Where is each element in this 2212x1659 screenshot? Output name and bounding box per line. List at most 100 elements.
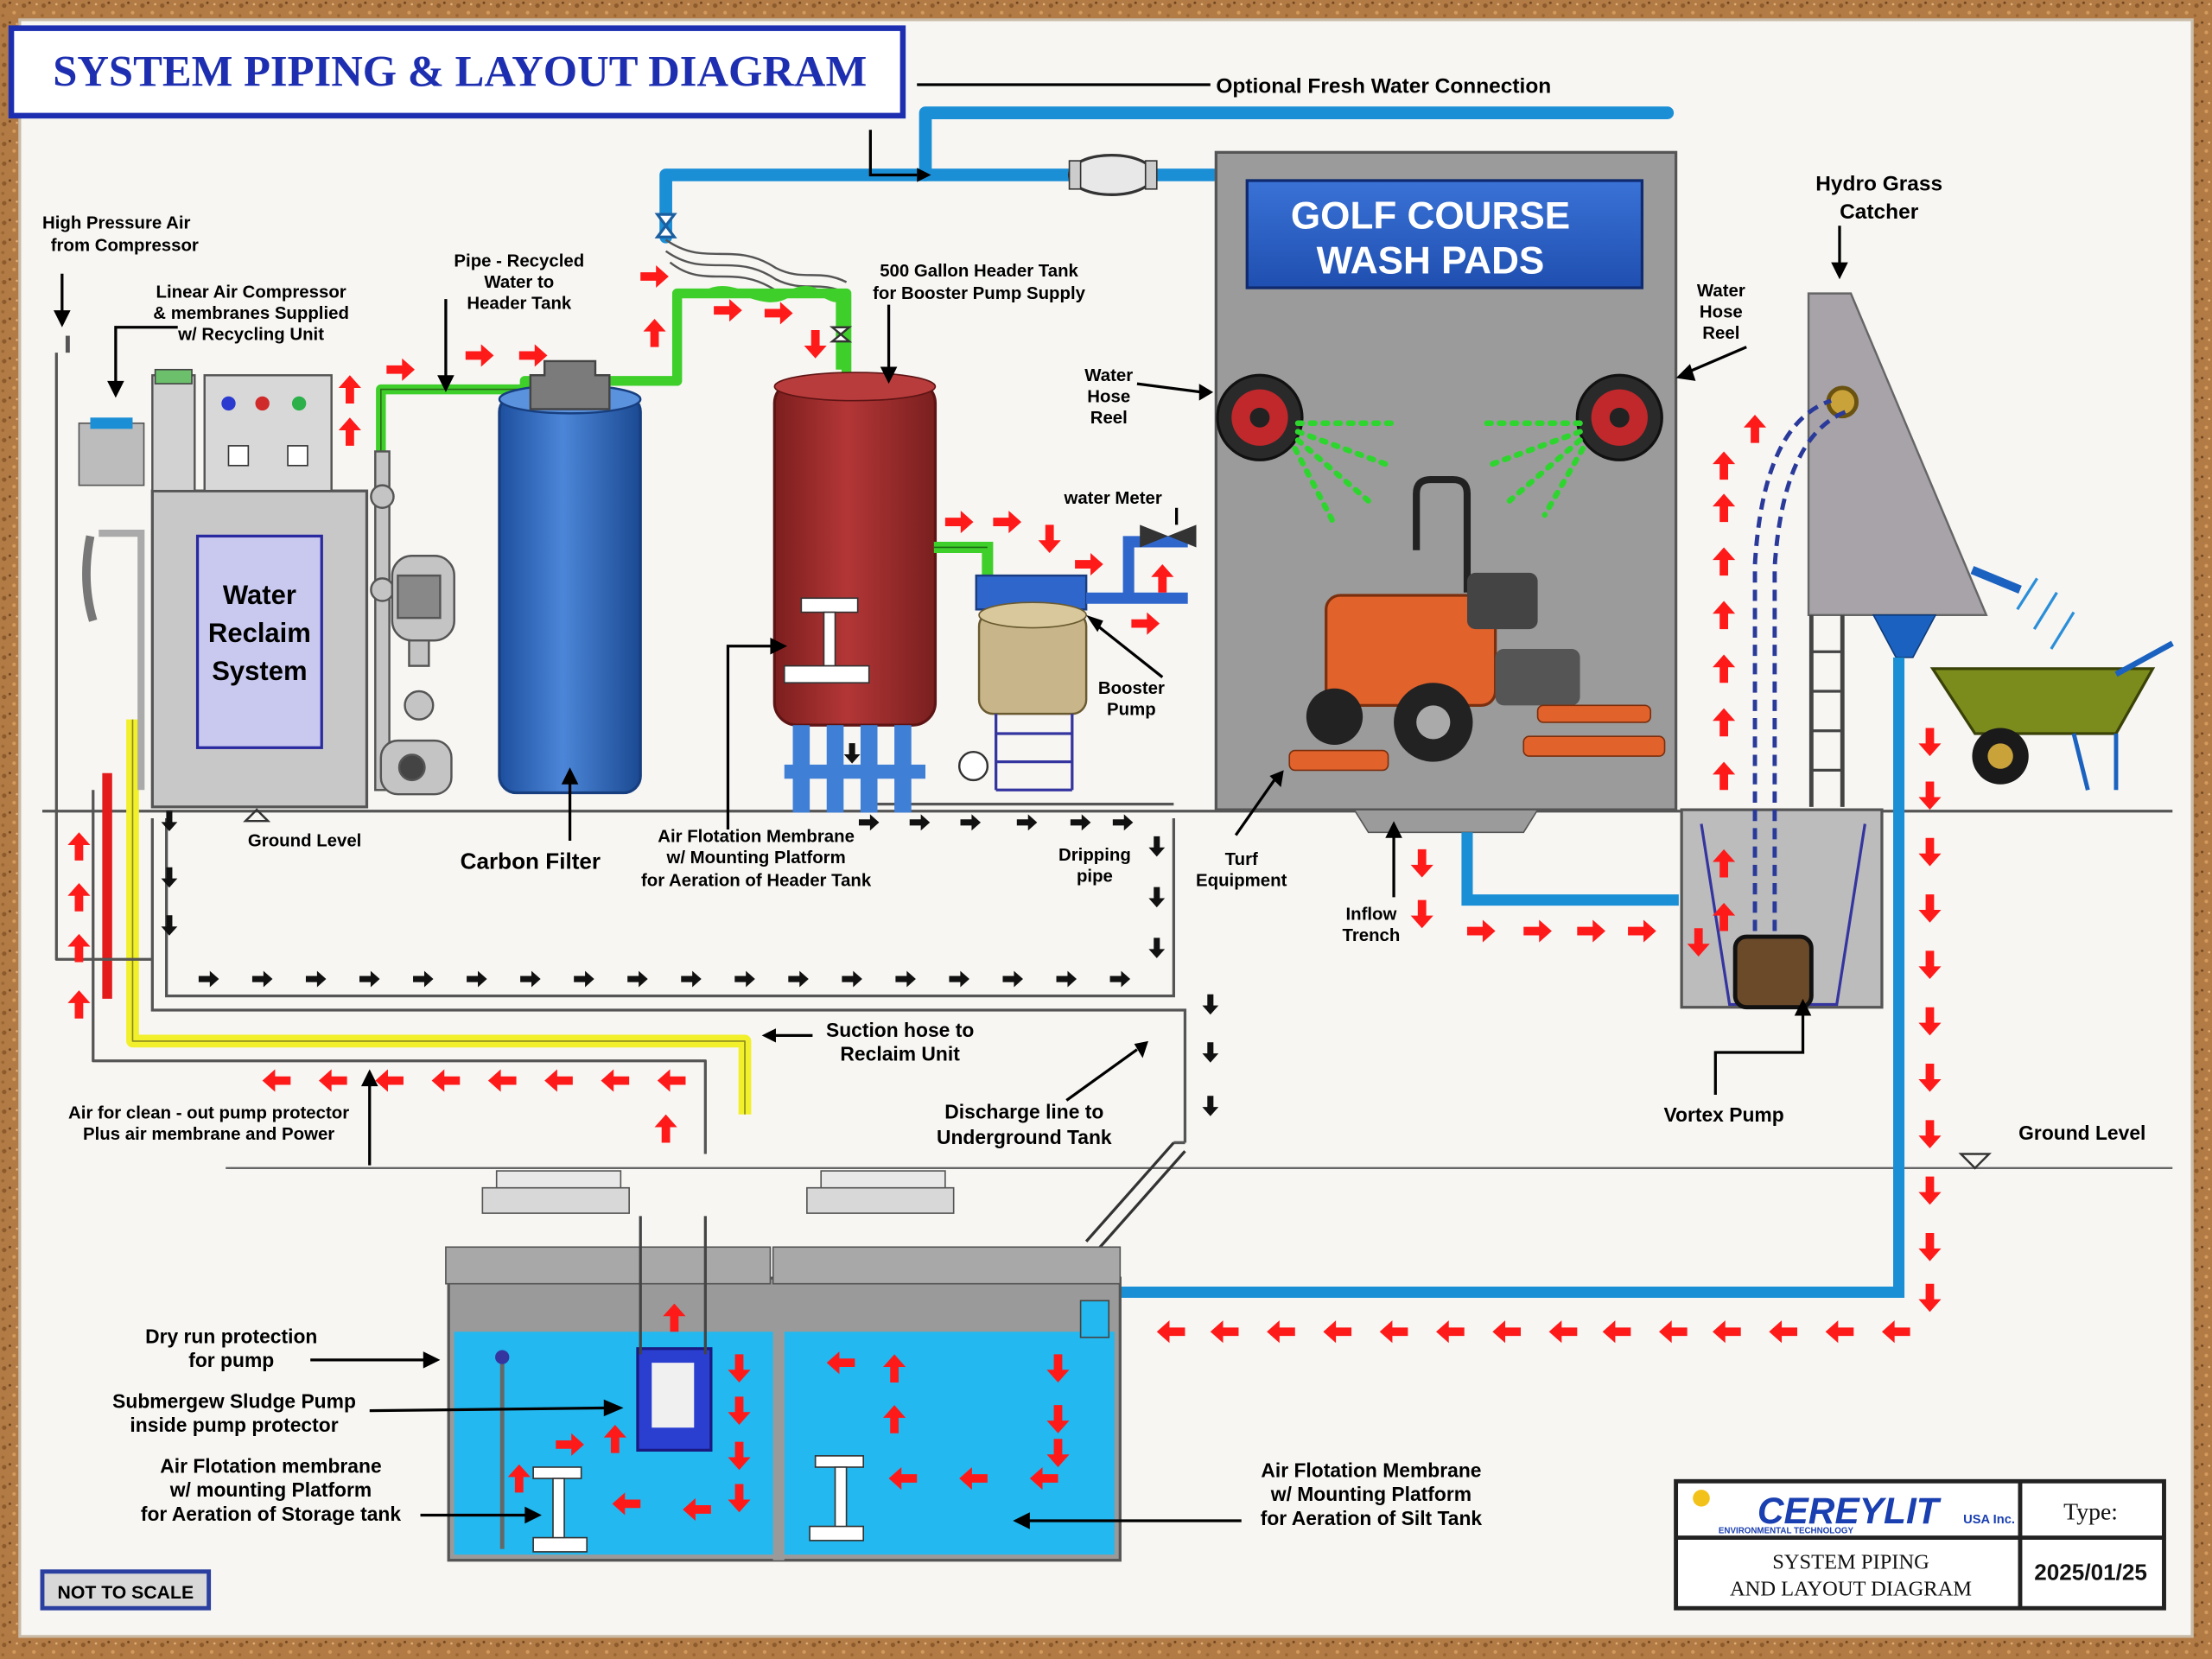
ground-level-marker-right [1958, 1153, 1992, 1170]
flow-arrow-50 [1918, 950, 1942, 980]
company-logo: CEREYLIT USA Inc. ENVIRONMENTAL TECHNOLO… [1693, 1490, 2015, 1536]
drain-arrow-18 [1002, 970, 1023, 988]
compressor-pump-cluster [370, 450, 455, 796]
air-flot-silt-label-3: for Aeration of Silt Tank [1261, 1507, 1483, 1529]
wavy-hoses [664, 238, 848, 295]
drain-arrow-31 [1202, 994, 1219, 1015]
hp-air-label-2: from Compressor [51, 237, 199, 256]
flow-arrow-8 [764, 302, 793, 325]
flow-arrow-45 [1687, 928, 1710, 957]
flow-arrow-2 [386, 358, 415, 381]
hose-reel-right-label-1: Water [1697, 282, 1745, 301]
sludge-label-1: Submergew Sludge Pump [112, 1389, 356, 1412]
flow-arrow-44 [1743, 415, 1767, 443]
drain-arrow-7 [413, 970, 434, 988]
diagram-date: 2025/01/25 [2034, 1560, 2147, 1586]
flow-arrow-47 [1918, 781, 1942, 810]
flow-arrow-0 [338, 417, 361, 446]
air-flot-silt-label-2: w/ Mounting Platform [1270, 1483, 1471, 1505]
flow-arrow-81 [826, 1351, 855, 1375]
flow-arrows [67, 264, 1942, 1521]
wash-pads-title-1: GOLF COURSE [1291, 194, 1570, 237]
flow-arrow-58 [1825, 1320, 1854, 1344]
diagram-name-1: SYSTEM PIPING [1772, 1551, 1929, 1574]
flow-arrow-65 [1436, 1320, 1465, 1344]
compressor-label-3: w/ Recycling Unit [177, 325, 324, 344]
flow-arrow-51 [1918, 1007, 1942, 1036]
flow-arrow-68 [1267, 1320, 1295, 1344]
flow-arrow-16 [67, 832, 91, 861]
header-tank-label-1: 500 Gallon Header Tank [880, 262, 1078, 281]
flow-arrow-18 [67, 933, 91, 963]
flow-arrow-24 [431, 1069, 461, 1092]
drain-arrow-16 [895, 970, 916, 988]
flow-arrow-17 [67, 883, 91, 912]
flow-arrow-36 [1713, 849, 1736, 878]
flow-arrow-61 [1659, 1320, 1688, 1344]
fresh-water-meter [1067, 153, 1158, 196]
sludge-label-2: inside pump protector [130, 1414, 338, 1436]
flow-arrow-59 [1769, 1320, 1797, 1344]
flow-arrow-38 [1713, 708, 1736, 737]
air-flot-storage-label-3: for Aeration of Storage tank [141, 1503, 402, 1525]
flow-arrow-62 [1602, 1320, 1631, 1344]
drain-arrow-13 [734, 970, 755, 988]
flow-arrow-28 [654, 1114, 677, 1143]
flow-arrow-83 [883, 1405, 906, 1433]
hose-reel-right [1575, 373, 1663, 461]
drain-arrow-5 [305, 970, 327, 988]
header-tank-label-2: for Booster Pump Supply [873, 284, 1085, 303]
reclaim-label-2: Reclaim [208, 618, 311, 648]
drain-arrow-6 [359, 970, 380, 988]
flow-arrow-72 [728, 1354, 751, 1382]
not-to-scale-label: NOT TO SCALE [58, 1583, 194, 1603]
hydro-label-2: Catcher [1840, 200, 1919, 224]
compressor-label-1: Linear Air Compressor [156, 283, 346, 302]
flow-arrow-60 [1713, 1320, 1741, 1344]
flow-arrow-7 [714, 299, 742, 322]
logo-text: CEREYLIT [1758, 1491, 1942, 1531]
flow-arrow-53 [1918, 1120, 1942, 1148]
drain-arrows [161, 743, 1219, 1116]
drain-arrow-0 [161, 810, 178, 831]
flow-arrow-74 [728, 1441, 751, 1471]
wash-pads-panel [1245, 179, 1644, 289]
flow-arrow-46 [1918, 728, 1942, 757]
not-to-scale-box [40, 1569, 212, 1611]
drain-arrow-27 [1112, 814, 1134, 831]
flow-arrow-34 [1628, 919, 1656, 943]
flow-arrow-55 [1918, 1232, 1942, 1262]
flow-arrow-57 [1881, 1320, 1910, 1344]
flow-arrow-48 [1918, 837, 1942, 867]
drain-arrow-3 [198, 970, 219, 988]
fresh-water-valve [654, 213, 677, 238]
fresh-water-arrow [868, 130, 918, 177]
flow-arrow-6 [640, 264, 669, 289]
air-flot-silt-label-1: Air Flotation Membrane [1261, 1459, 1481, 1481]
air-flot-storage-label-2: w/ mounting Platform [169, 1478, 372, 1501]
dripping-label-2: pipe [1077, 867, 1113, 886]
flow-arrow-41 [1713, 547, 1736, 576]
drain-arrow-25 [1016, 814, 1038, 831]
flow-arrow-22 [544, 1069, 573, 1092]
page-title: SYSTEM PIPING & LAYOUT DIAGRAM [53, 48, 867, 96]
flow-arrow-89 [1046, 1439, 1070, 1467]
ground-level-right-label: Ground Level [2018, 1122, 2145, 1144]
air-flot-header-label-3: for Aeration of Header Tank [641, 871, 872, 890]
flow-arrow-54 [1918, 1176, 1942, 1205]
flow-arrow-39 [1713, 654, 1736, 683]
flow-arrow-30 [1410, 899, 1433, 929]
fresh-water-label: Optional Fresh Water Connection [1216, 75, 1551, 99]
water-reclaim-unit: Water Reclaim System [78, 368, 369, 809]
hydro-label-1: Hydro Grass [1815, 172, 1942, 195]
dripping-label-1: Dripping [1058, 846, 1131, 865]
drain-arrow-4 [251, 970, 273, 988]
flow-arrow-67 [1323, 1320, 1352, 1344]
drain-arrow-30 [1148, 938, 1166, 958]
flow-arrow-76 [683, 1497, 711, 1521]
flow-arrow-12 [1038, 524, 1061, 553]
turf-label-2: Equipment [1196, 871, 1287, 890]
suction-label-1: Suction hose to [826, 1019, 974, 1041]
flow-arrow-5 [643, 318, 666, 347]
drain-arrow-29 [1148, 887, 1166, 908]
